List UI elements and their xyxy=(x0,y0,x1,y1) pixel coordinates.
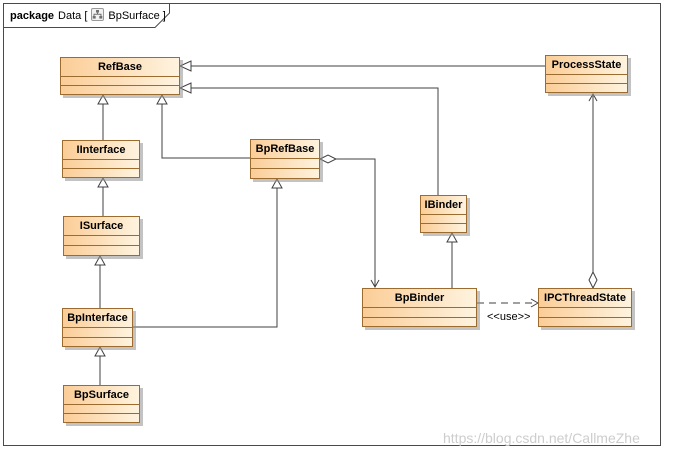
operations-compartment xyxy=(63,336,132,347)
class-box-bpbinder[interactable]: BpBinder xyxy=(362,288,477,327)
watermark-text: https://blog.csdn.net/CallmeZhe xyxy=(443,430,640,446)
package-context-label: Data [ xyxy=(58,9,88,22)
generalization-bpsurface-bpinterface xyxy=(94,345,106,385)
attributes-compartment xyxy=(63,159,139,168)
attributes-compartment xyxy=(64,235,139,245)
class-box-bprefbase[interactable]: BpRefBase xyxy=(250,139,320,179)
operations-compartment xyxy=(61,85,179,94)
attributes-compartment xyxy=(421,214,466,223)
class-name-label: BpSurface xyxy=(73,389,130,401)
use-stereotype-label: <<use>> xyxy=(487,311,531,323)
class-name-label: IPCThreadState xyxy=(544,292,626,304)
package-tab[interactable]: package Data [ BpSurface ] xyxy=(10,7,166,24)
generalization-isurface-iinterface xyxy=(97,176,109,216)
class-name-label: ISurface xyxy=(79,220,124,232)
attributes-compartment xyxy=(539,307,631,317)
attributes-compartment xyxy=(546,74,627,83)
attributes-compartment xyxy=(64,404,139,413)
class-box-processstate[interactable]: ProcessState xyxy=(545,55,628,93)
class-name-label: BpInterface xyxy=(67,312,128,324)
generalization-iinterface-refbase xyxy=(97,93,109,140)
operations-compartment xyxy=(64,413,139,422)
class-box-ibinder[interactable]: IBinder xyxy=(420,195,467,233)
attributes-compartment xyxy=(61,76,179,85)
class-box-isurface[interactable]: ISurface xyxy=(63,216,140,256)
class-name-label: IInterface xyxy=(76,144,126,156)
class-name-label: IBinder xyxy=(424,199,463,211)
generalization-bpinterface-isurface xyxy=(94,254,106,308)
attributes-compartment xyxy=(251,158,319,168)
class-diagram-icon xyxy=(91,7,105,24)
operations-compartment xyxy=(64,245,139,255)
operations-compartment xyxy=(539,316,631,327)
dependency-bpbinder-ipcthreadstate xyxy=(477,298,540,308)
class-box-bpsurface[interactable]: BpSurface xyxy=(63,385,140,423)
operations-compartment xyxy=(546,83,627,92)
class-name-label: BpBinder xyxy=(394,292,445,304)
operations-compartment xyxy=(63,168,139,177)
generalization-bpbinder-ibinder xyxy=(446,231,458,288)
attributes-compartment xyxy=(363,307,476,317)
aggregation-ipcthreadstate-processstate xyxy=(588,92,598,290)
class-name-label: RefBase xyxy=(97,61,143,73)
generalization-processstate-refbase xyxy=(178,60,545,72)
class-box-iinterface[interactable]: IInterface xyxy=(62,140,140,178)
class-box-bpinterface[interactable]: BpInterface xyxy=(62,308,133,347)
operations-compartment xyxy=(421,223,466,232)
package-diagram-name: BpSurface ] xyxy=(108,9,166,22)
aggregation-bprefbase-bpbinder xyxy=(318,154,380,289)
generalization-bpinterface-bprefbase xyxy=(133,177,283,328)
class-name-label: ProcessState xyxy=(551,59,622,71)
operations-compartment xyxy=(363,316,476,327)
attributes-compartment xyxy=(63,327,132,337)
generalization-bprefbase-refbase xyxy=(156,93,250,159)
class-name-label: BpRefBase xyxy=(255,143,315,155)
class-box-refbase[interactable]: RefBase xyxy=(60,57,180,95)
operations-compartment xyxy=(251,168,319,178)
package-keyword: package xyxy=(10,9,55,22)
class-box-ipcthreadstate[interactable]: IPCThreadState xyxy=(538,288,632,327)
